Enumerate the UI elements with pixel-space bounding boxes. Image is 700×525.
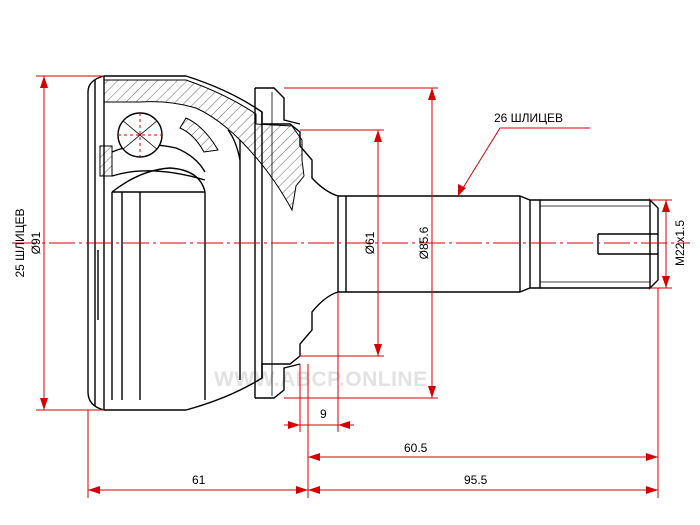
left-splines-label: 25 ШЛИЦЕВ xyxy=(13,208,27,277)
length-95-5-label: 95.5 xyxy=(464,473,488,487)
thread-label: M22x1.5 xyxy=(673,220,687,266)
watermark: WWW.ABCP.ONLINE xyxy=(214,368,428,391)
shaft xyxy=(338,195,659,293)
right-splines-label: 26 ШЛИЦЕВ xyxy=(494,111,563,125)
section-hatching xyxy=(99,79,305,212)
length-9-label: 9 xyxy=(320,407,327,421)
flange-diameter-label: Ø85.6 xyxy=(417,226,431,259)
ball xyxy=(117,112,163,158)
outer-diameter-label: Ø91 xyxy=(29,231,43,254)
shaft-diameter-label: Ø61 xyxy=(363,231,377,254)
dimension-lines xyxy=(36,75,672,498)
length-61-label: 61 xyxy=(192,473,206,487)
housing xyxy=(87,75,339,411)
length-60-5-label: 60.5 xyxy=(404,441,428,455)
